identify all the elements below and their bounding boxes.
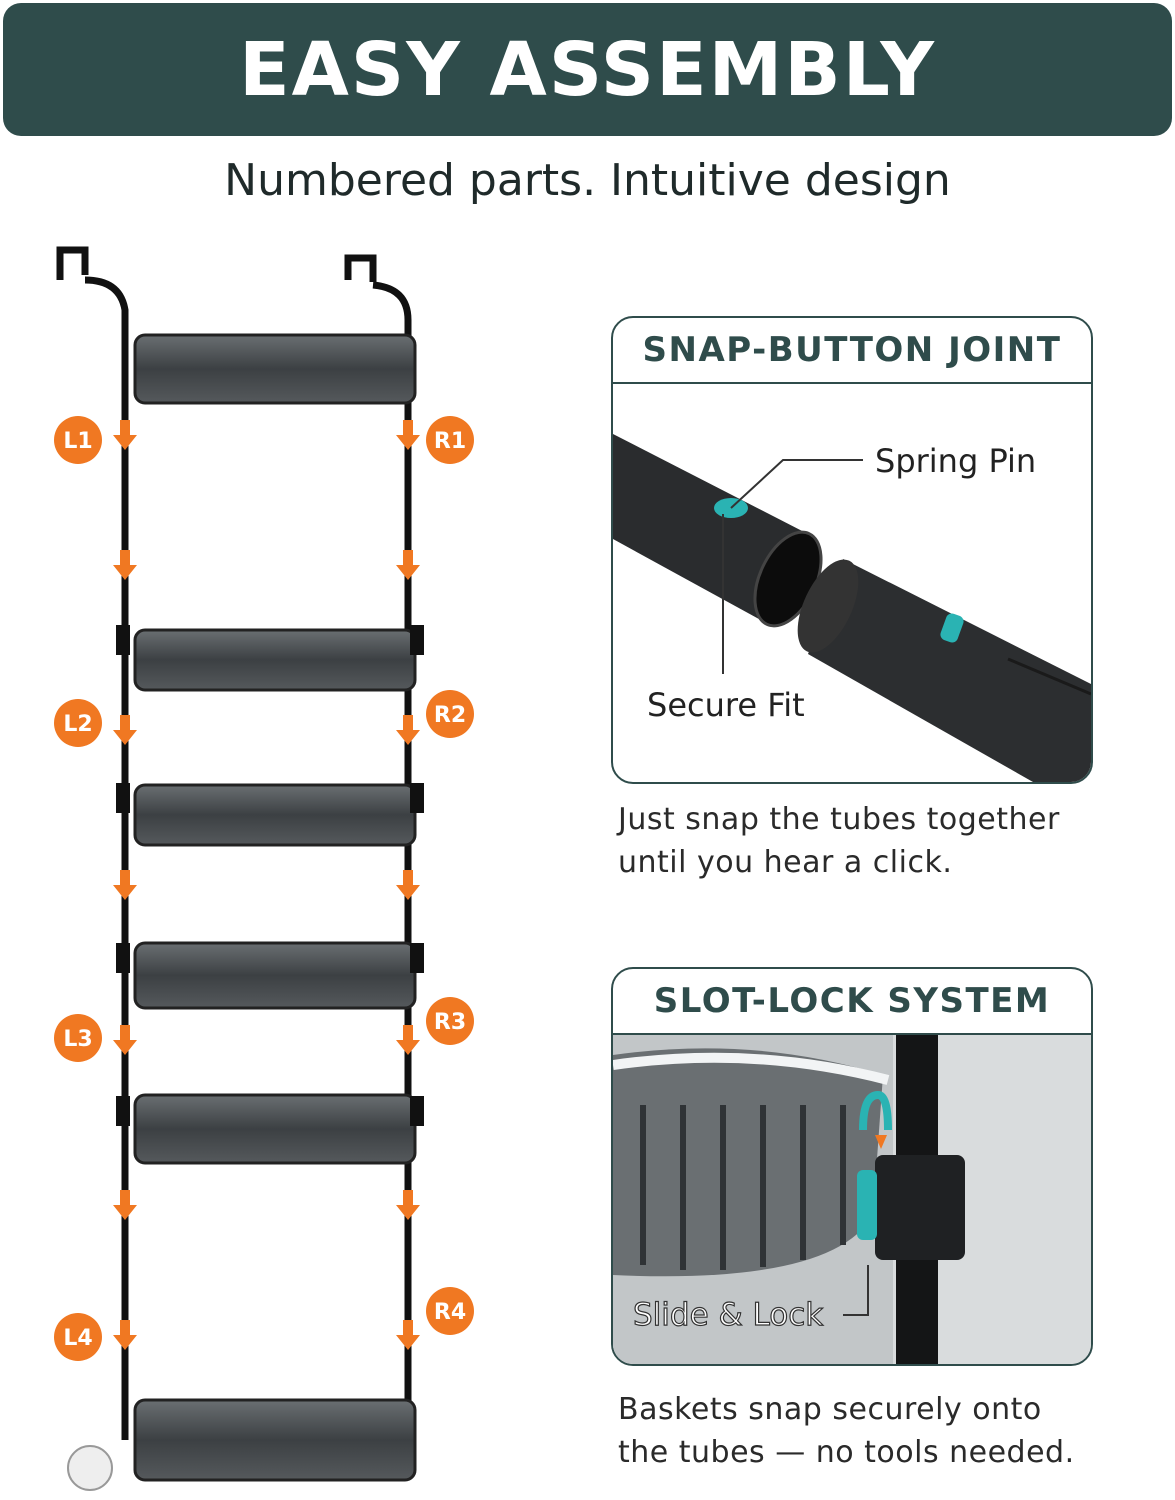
page-subtitle: Numbered parts. Intuitive design — [224, 155, 951, 206]
assembly-arrows — [113, 420, 420, 1350]
basket-6 — [133, 1398, 417, 1482]
svg-text:R4: R4 — [434, 1300, 466, 1325]
slot-lock-panel: SLOT-LOCK SYSTEM Slide & Lock — [611, 967, 1093, 1366]
badge-r3: R3 — [426, 997, 474, 1045]
slot-panel-title: SLOT-LOCK SYSTEM — [613, 969, 1091, 1035]
suction-cup — [67, 1445, 113, 1491]
tube-joint-illustration: Spring Pin Secure Fit — [613, 434, 1091, 782]
slot-lock-illustration: Slide & Lock — [613, 1035, 1091, 1364]
svg-text:R3: R3 — [434, 1010, 466, 1035]
slot-lock-icon — [857, 1170, 877, 1240]
badge-l4: L4 — [54, 1313, 102, 1361]
header-banner: EASY ASSEMBLY — [3, 3, 1172, 136]
badge-l1: L1 — [54, 416, 102, 464]
slot-description: Baskets snap securely onto the tubes — n… — [618, 1392, 1075, 1470]
basket-1 — [133, 333, 417, 405]
basket-4 — [116, 941, 424, 1010]
badge-l2: L2 — [54, 699, 102, 747]
basket-5 — [116, 1093, 424, 1165]
svg-text:R2: R2 — [434, 703, 466, 728]
svg-text:L2: L2 — [63, 712, 92, 737]
page-title: EASY ASSEMBLY — [239, 26, 936, 113]
svg-text:R1: R1 — [434, 429, 466, 454]
snap-panel-title: SNAP-BUTTON JOINT — [613, 318, 1091, 384]
badge-l3: L3 — [54, 1014, 102, 1062]
badge-r2: R2 — [426, 690, 474, 738]
rack-illustration: L1 R1 L2 R2 L3 R3 L4 R4 — [54, 246, 474, 1491]
door-hook-right — [344, 254, 412, 1440]
badge-r4: R4 — [426, 1287, 474, 1335]
basket-3 — [116, 783, 424, 847]
spring-pin-label: Spring Pin — [875, 442, 1036, 480]
svg-text:L1: L1 — [63, 429, 92, 454]
snap-button-panel: SNAP-BUTTON JOINT Spring Pin Secure Fit — [611, 316, 1093, 784]
spring-pin-icon — [940, 613, 964, 643]
basket-2 — [116, 625, 424, 692]
door-hook-left — [56, 246, 129, 1440]
svg-text:L3: L3 — [63, 1027, 92, 1052]
badge-r1: R1 — [426, 416, 474, 464]
snap-description: Just snap the tubes together until you h… — [618, 802, 1060, 880]
svg-text:L4: L4 — [63, 1326, 92, 1351]
secure-fit-label: Secure Fit — [647, 686, 805, 724]
slide-lock-label: Slide & Lock — [633, 1297, 823, 1333]
